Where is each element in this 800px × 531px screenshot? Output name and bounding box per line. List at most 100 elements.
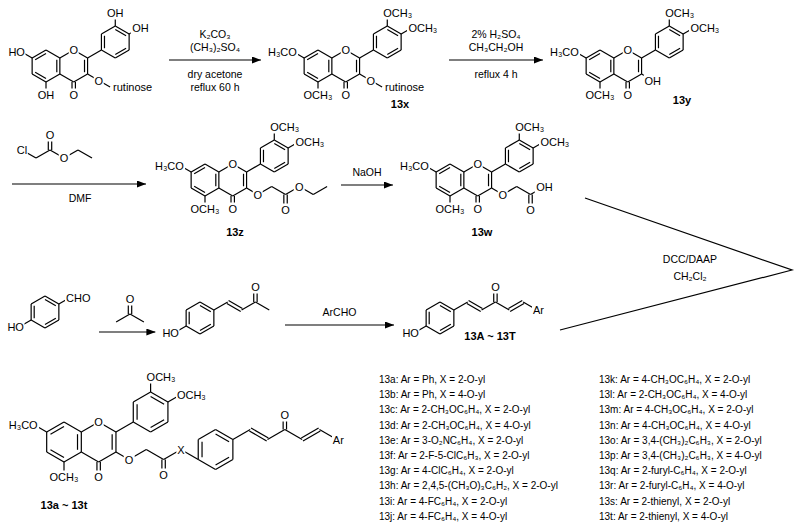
atom-label: OH [535,180,554,193]
atom-label: OCH₃ [382,7,413,20]
reaction-arrow [99,331,155,332]
bond-line [191,172,192,188]
bond-line [31,296,45,304]
bond-line [439,168,450,174]
bond-line [505,148,506,164]
bond-line [35,72,46,78]
bond-line [246,172,247,188]
compound-structure: OCH₃OCH₃OH₃COOOHOCH₃OO13w [397,118,582,244]
bond-line [288,148,289,164]
bond-line [36,150,50,158]
bond-line [218,172,219,188]
reagent-label: reflux 4 h [473,68,518,81]
bond-line [263,150,264,162]
atom-label: O [622,44,633,57]
compound-list-item: 13g: Ar = 4-ClC₆H₄, X = 2-O-yl [378,465,515,477]
atom-label: O [472,203,483,216]
reagent-label: DCC/DAAP [662,253,718,266]
compound-list-item: 13r: Ar = 2-furyl-C₆H₄, X = 4-O-yl [598,480,745,492]
compound-list-item: 13m: Ar = 4-CH₃OC₆H₄, X = 2-O-yl [598,404,754,416]
atom-label: H₃CO [154,159,185,172]
atom-label: HO [401,326,420,339]
bond-line [260,164,274,172]
atom-label: OCH₃ [303,89,334,102]
bond-line [426,310,427,326]
bond-line [115,30,126,36]
bond-line [495,302,509,310]
bond-line [359,58,360,74]
bond-line [133,392,150,402]
atom-label: H₃CO [267,45,298,58]
bond-line [60,74,74,82]
bond-line [219,188,233,196]
bond-line [332,74,346,82]
atom-label: CHO [65,291,91,304]
atom-label: HO [6,320,25,333]
bond-line [641,58,642,74]
compound-list-item: 13p: Ar = 3,4-(CH₃)₂C₆H₃, X = 4-O-yl [598,450,763,462]
bond-line [600,74,614,82]
bond-line [460,174,461,186]
bond-line [614,74,628,82]
bond-line [429,312,430,324]
bond-line [453,310,454,326]
atom-label: O [125,293,136,306]
compound-list-item: 13k: Ar = 4-CH₃OC₆H₄, X = 2-O-yl [598,374,751,386]
bond-line [274,140,288,148]
reaction-arrow [12,183,146,184]
compound-list-item: 13e: Ar = 3-O₂NC₆H₄, X = 2-O-yl [378,435,524,447]
compound-number: 13y [672,94,692,107]
bond-line [99,452,116,462]
reagent-label: 2% H₂SO₄ [470,28,521,41]
bond-line [638,60,639,72]
bond-line [87,58,88,74]
bond-line [436,188,450,196]
reaction-arrow [285,324,394,325]
compound-number: 13z [225,226,245,239]
bond-line [58,304,59,320]
bond-line [274,144,285,150]
bond-line [463,172,464,188]
bond-line [655,50,669,58]
atom-label: O [68,89,79,102]
bond-line [436,172,437,188]
compound-structure: OArHO13A ~ 13T [398,279,554,347]
atom-label: H₃CO [399,159,430,172]
atom-label: OCH₃ [539,135,570,148]
bond-line [104,36,105,48]
bond-line [32,50,46,58]
bond-line [454,302,468,310]
reagent-label: NaOH [351,166,382,179]
bond-line [439,186,450,192]
bond-line [101,50,115,58]
bond-line [683,34,684,50]
bond-line [251,428,268,438]
compound-list-item: 13b: Ar = Ph, X = 4-O-yl [378,389,486,401]
atom-label: OCH₃ [435,203,466,216]
atom-label: OCH₃ [514,121,545,134]
bond-line [45,320,59,328]
atom-label: OCH₃ [294,135,325,148]
reaction-arrow [449,59,543,60]
bond-line [242,302,256,310]
bond-line [669,48,680,54]
bond-line [464,188,478,196]
compound-list-item: 13l: Ar = 2-CH₃OC₆H₄, X = 4-O-yl [598,389,748,401]
reagent-label: reflux 60 h [189,81,240,94]
bond-line [46,432,47,452]
atom-label: O [622,89,633,102]
compound-list-item: 13j: Ar = 4-FC₆H₄, X = 4-O-yl [378,511,508,523]
bond-line [307,72,318,78]
atom-label: OCH₃ [585,89,616,102]
atom-label: X [176,443,185,456]
bond-line [669,26,683,34]
bond-line [307,54,318,60]
bond-line [32,74,46,82]
bond-line [205,164,219,172]
bond-line [77,434,78,450]
bond-line [115,432,116,452]
bond-line [81,432,82,452]
bond-line [467,303,481,311]
atom-label: HO [161,326,180,339]
atom-label: O [525,203,536,216]
